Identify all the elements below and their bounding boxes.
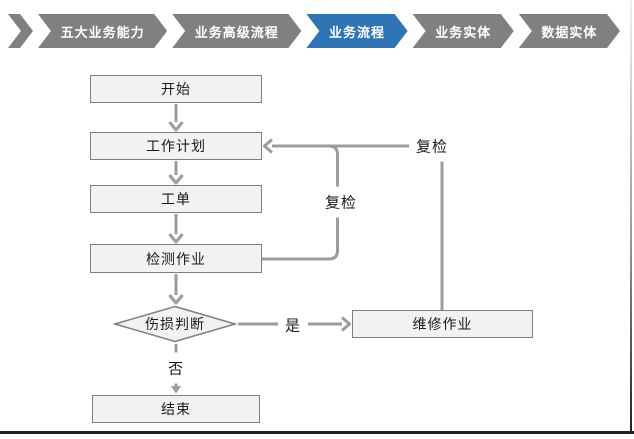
nav-item-data-entity[interactable]: 数据实体 <box>519 14 620 48</box>
edge-label-no: 否 <box>160 352 192 384</box>
node-label: 工单 <box>161 191 191 207</box>
decision-diamond-shape <box>113 305 237 343</box>
nav-item-label: 业务实体 <box>435 24 492 40</box>
nav-item-label: 业务流程 <box>329 24 386 40</box>
node-damage-decision: 伤损判断 <box>113 305 237 343</box>
nav-item-five-capabilities[interactable]: 五大业务能力 <box>38 14 167 48</box>
node-work-plan: 工作计划 <box>90 132 262 160</box>
node-inspection-job: 检测作业 <box>90 244 262 273</box>
node-work-order: 工单 <box>90 185 262 213</box>
nav-item-label: 五大业务能力 <box>60 24 145 40</box>
node-label: 伤损判断 <box>145 316 205 332</box>
breadcrumb-nav: 五大业务能力 业务高级流程 业务流程 业务实体 数据实体 <box>8 14 620 48</box>
nav-item-business-process-active[interactable]: 业务流程 <box>306 14 407 48</box>
nav-item-label: 业务高级流程 <box>194 24 279 40</box>
nav-item-label: 数据实体 <box>541 24 598 40</box>
node-start: 开始 <box>90 75 262 103</box>
node-end: 结束 <box>92 395 260 423</box>
node-repair-job: 维修作业 <box>352 310 533 338</box>
node-label: 结束 <box>161 401 191 417</box>
node-label: 检测作业 <box>146 250 206 267</box>
frame-bottom-edge <box>0 431 634 434</box>
edge-label-yes: 是 <box>277 309 309 341</box>
nav-item-business-entity[interactable]: 业务实体 <box>413 14 514 48</box>
nav-item-high-level-process[interactable]: 业务高级流程 <box>172 14 301 48</box>
frame-right-edge <box>629 0 632 434</box>
node-label: 维修作业 <box>412 316 473 332</box>
edge-label-recheck-inner: 复检 <box>317 186 365 218</box>
node-label: 工作计划 <box>146 138 206 154</box>
node-label: 开始 <box>161 81 191 97</box>
edge-label-recheck-outer: 复检 <box>408 130 456 162</box>
